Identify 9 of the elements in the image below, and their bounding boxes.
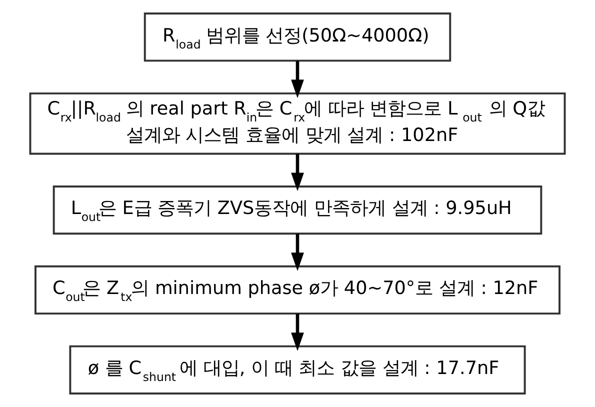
node-box: L$_{out}$은 E급 증폭기 ZVS동작에 만족하게 설계 : 9.95uH [52,185,542,235]
node-box: C$_{rx}$||R$_{load}$ 의 real part R$_{in}$은 C$_{rx}$에 따라 변함으로 L$_{out}$ 의 Q값 설계와 시스템 효율에 맞게 설계 : 102nF [29,92,566,155]
node-box: R$_{load}$ 범위를 선정(50Ω~4000Ω) [144,12,452,62]
arrow [291,314,304,351]
arrow [291,154,304,192]
node-box: C$_{out}$은 Z$_{tx}$의 minimum phase ø가 40~70°로 설계 : 12nF [34,265,560,315]
arrow [291,234,304,272]
arrow [291,60,304,98]
node-box: ø 를 C$_{shunt}$ 에 대입, 이 때 최소 값을 설계 : 17.7nF [69,345,526,394]
